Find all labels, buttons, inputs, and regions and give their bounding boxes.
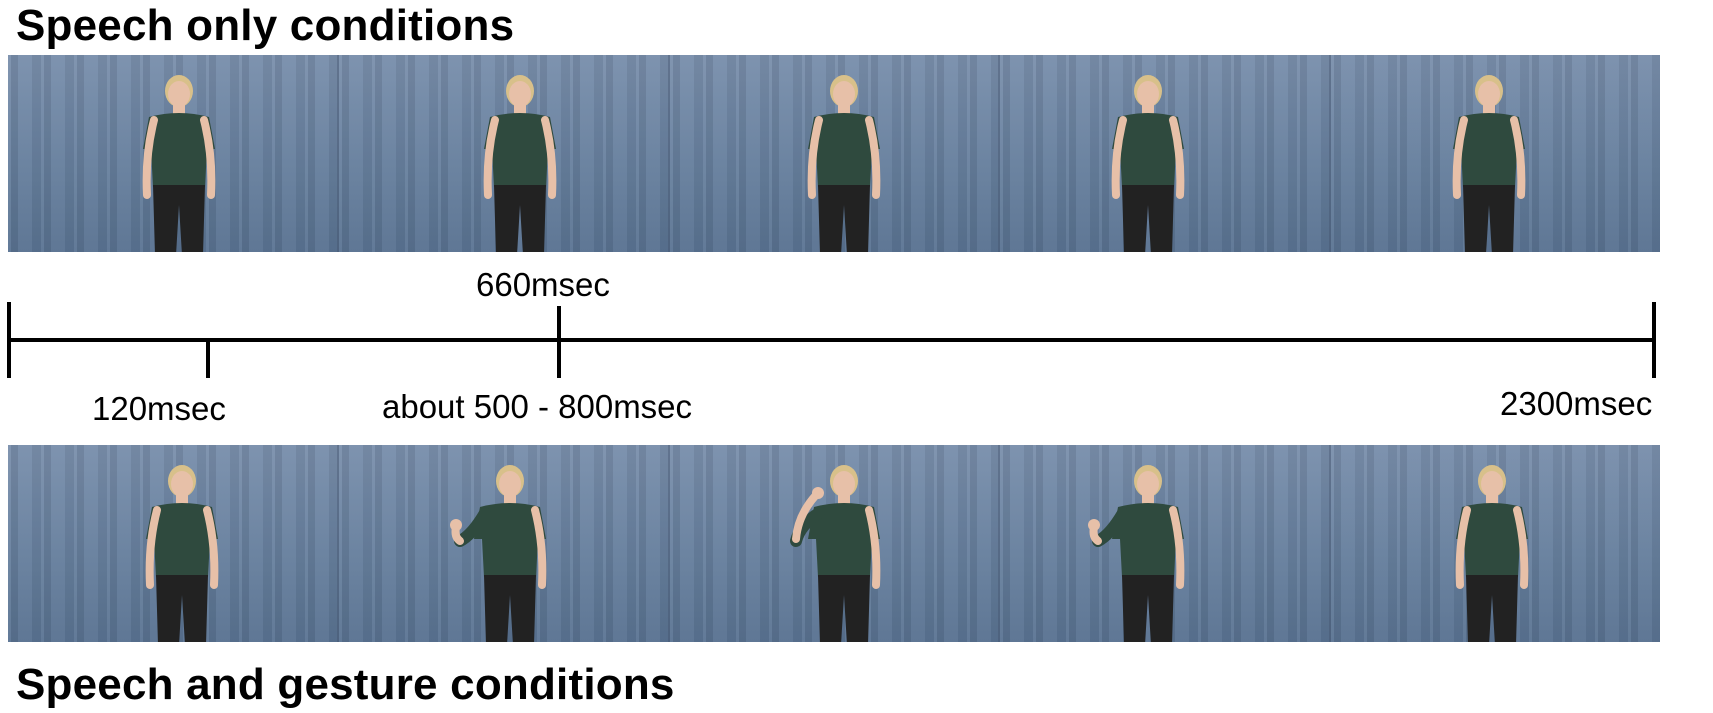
timeline-axis <box>7 302 1656 378</box>
label-660msec: 660msec <box>476 266 610 303</box>
speaker-figure <box>1392 455 1592 642</box>
speaker-figure <box>1389 65 1589 252</box>
speaker-figure-drawing <box>1452 75 1526 252</box>
speaker-figure <box>1048 455 1248 642</box>
label-120msec: 120msec <box>92 390 226 427</box>
video-frame <box>8 445 339 642</box>
speech-only-video-strip <box>8 55 1660 252</box>
speaker-figure-drawing <box>145 465 219 642</box>
speaker-figure <box>79 65 279 252</box>
speaker-figure-drawing <box>789 465 881 642</box>
label-gesture-range: about 500 - 800msec <box>382 388 693 425</box>
video-frame <box>338 55 670 252</box>
speaker-figure <box>1048 65 1248 252</box>
speaker-figure <box>410 455 610 642</box>
timeline: 660msec 120msec about 500 - 800msec 2300… <box>0 268 1713 430</box>
video-frame <box>1000 55 1332 252</box>
speaker-figure-drawing <box>1455 465 1529 642</box>
video-frame <box>8 55 339 252</box>
speaker-figure-drawing <box>449 465 547 642</box>
speaker-figure-drawing <box>142 75 216 252</box>
video-frame <box>669 55 1001 252</box>
speaker-figure-drawing <box>807 75 881 252</box>
speaker-figure-drawing <box>1111 75 1185 252</box>
video-frame <box>669 445 1001 642</box>
video-frame <box>338 445 670 642</box>
speaker-figure <box>744 65 944 252</box>
speaker-figure-drawing <box>1088 465 1185 642</box>
video-frame <box>1000 445 1332 642</box>
speaker-figure <box>420 65 620 252</box>
speech-gesture-video-strip <box>8 445 1660 642</box>
video-frame <box>1331 445 1660 642</box>
speech-gesture-title: Speech and gesture conditions <box>16 660 675 709</box>
speech-only-title: Speech only conditions <box>16 1 515 50</box>
speaker-figure <box>744 455 944 642</box>
speaker-figure <box>82 455 282 642</box>
speaker-figure-drawing <box>483 75 556 252</box>
label-2300msec: 2300msec <box>1500 385 1653 422</box>
video-frame <box>1331 55 1660 252</box>
